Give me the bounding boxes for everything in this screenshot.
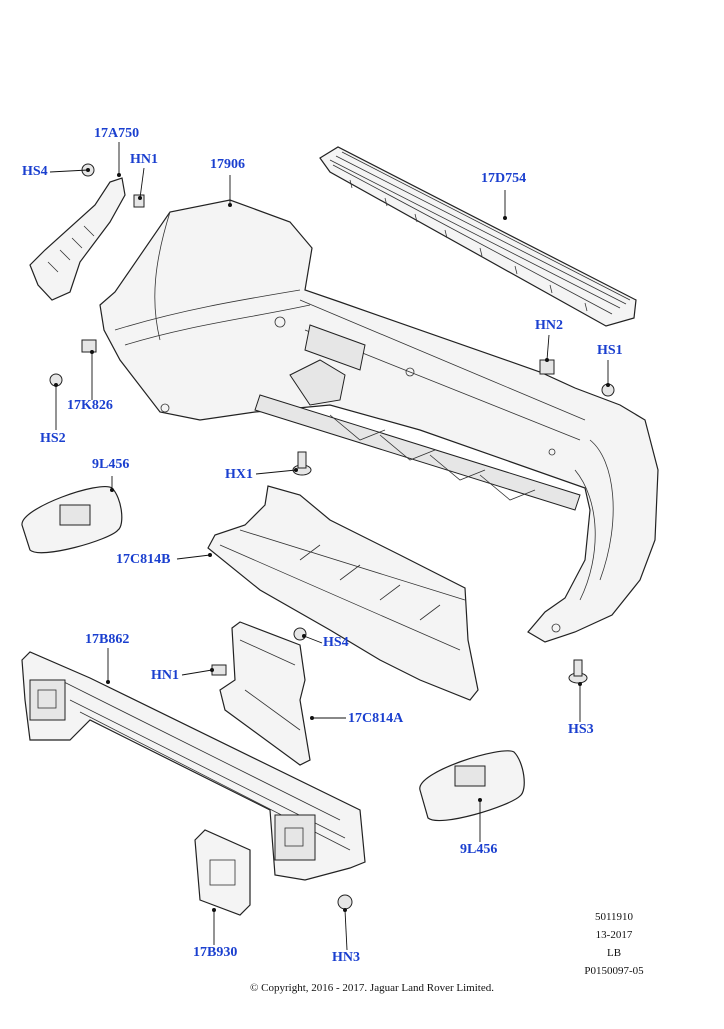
- fastener-HN3: [337, 894, 353, 910]
- copyright-notice: © Copyright, 2016 - 2017. Jaguar Land Ro…: [250, 982, 494, 994]
- callout-HS4-top: HS4: [22, 164, 48, 179]
- callout-HN1-bottom: HN1: [151, 668, 179, 683]
- reinforcement-beam-17B862: [21, 651, 366, 881]
- bracket-17C814A: [219, 621, 311, 766]
- fastener-HS3: [568, 659, 588, 684]
- leader-lines: [49, 142, 610, 951]
- fastener-HN1-top: [133, 194, 145, 208]
- meta-date: 13-2017: [595, 929, 633, 941]
- undertray-17C814B: [207, 485, 479, 701]
- callout-HS2: HS2: [40, 431, 66, 446]
- meta-ref: P0150097-05: [584, 965, 644, 977]
- fastener-HN2: [539, 359, 555, 375]
- callout-17A750: 17A750: [94, 126, 140, 141]
- callout-17B930: 17B930: [193, 945, 238, 960]
- bracket-17A750: [29, 177, 126, 301]
- fastener-HN1-bottom: [211, 664, 227, 676]
- callout-HN2: HN2: [535, 318, 563, 333]
- sensor-sleeve-9L456-left: [21, 486, 123, 554]
- fastener-HS4-bottom: [293, 627, 307, 641]
- meta-region: LB: [606, 947, 622, 959]
- step-pad-17D754: [319, 146, 637, 327]
- callout-HN1-top: HN1: [130, 152, 158, 167]
- meta-code: 5011910: [594, 911, 634, 923]
- callout-HS3: HS3: [568, 722, 594, 737]
- bumper-cover-17906: [99, 199, 659, 643]
- callout-17C814A: 17C814A: [348, 711, 404, 726]
- callout-9L456-right: 9L456: [460, 842, 498, 857]
- fastener-17K826: [81, 339, 97, 353]
- plate-17B930: [194, 829, 251, 916]
- callout-HN3: HN3: [332, 950, 360, 965]
- callout-17906: 17906: [210, 157, 245, 172]
- callout-17D754: 17D754: [481, 171, 527, 186]
- callout-9L456-left: 9L456: [92, 457, 130, 472]
- fastener-HX1: [292, 451, 312, 476]
- callout-HS1: HS1: [597, 343, 623, 358]
- sensor-sleeve-9L456-right: [419, 750, 525, 822]
- callout-HS4-bottom: HS4: [323, 635, 349, 650]
- callout-HX1: HX1: [225, 467, 253, 482]
- callout-17B862: 17B862: [85, 632, 130, 647]
- callout-17K826: 17K826: [67, 398, 113, 413]
- callout-17C814B: 17C814B: [116, 552, 171, 567]
